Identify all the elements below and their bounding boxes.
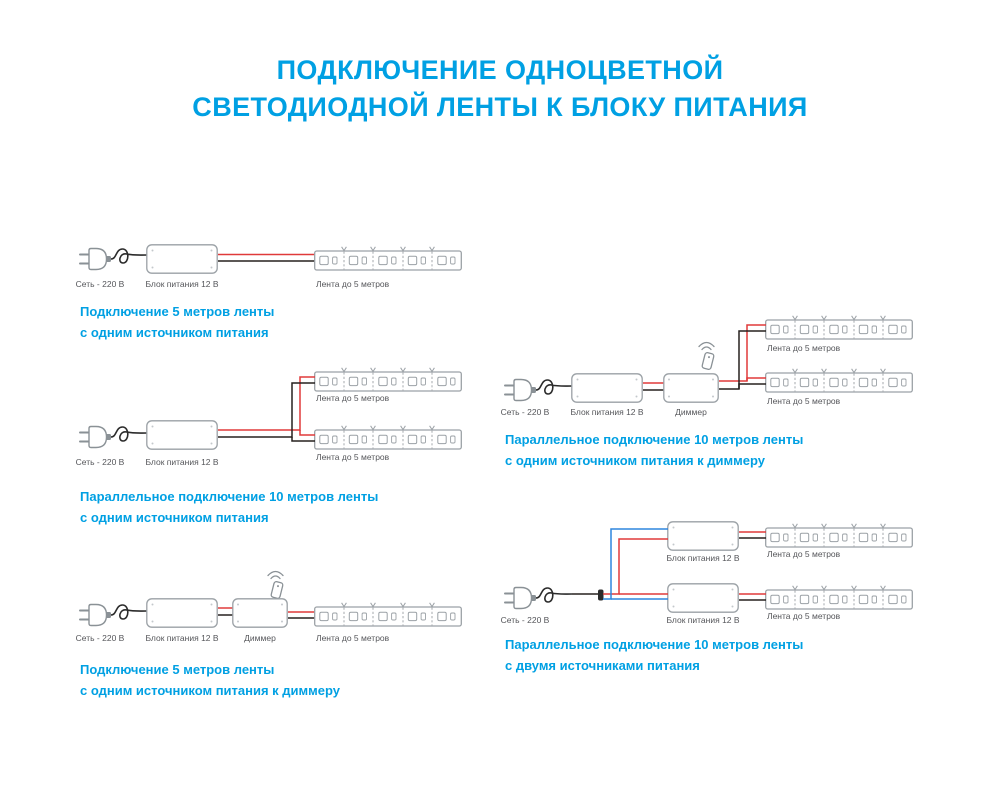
led-strip-icon: [314, 425, 462, 450]
label-strip: Лента до 5 метров: [767, 396, 841, 406]
label-mains: Сеть - 220 В: [76, 279, 125, 289]
caption-3-line-2: с одним источником питания к диммеру: [80, 683, 340, 698]
diagram-3-dimmer-single: Сеть - 220 В Блок питания 12 В Диммер Ле…: [76, 570, 462, 643]
power-plug-icon: [504, 586, 537, 610]
dimmer-icon: [663, 373, 719, 403]
label-strip: Лента до 5 метров: [767, 343, 841, 353]
power-supply-icon: [571, 373, 643, 403]
diagram-5-two-psu-parallel: Блок питания 12 В Лента до 5 метров Блок…: [501, 521, 913, 625]
led-strip-icon: [765, 523, 913, 548]
diagram-2-parallel-one-psu: Лента до 5 метров Лента до 5 метров Сеть…: [76, 367, 462, 467]
caption-1-line-2: с одним источником питания: [80, 325, 269, 340]
label-strip: Лента до 5 метров: [316, 279, 390, 289]
label-psu: Блок питания 12 В: [145, 279, 218, 289]
power-supply-icon: [146, 420, 218, 450]
dimmer-icon: [232, 598, 288, 628]
label-mains: Сеть - 220 В: [501, 615, 550, 625]
cable-splitter: [598, 589, 604, 601]
caption-1-line-1: Подключение 5 метров ленты: [80, 304, 275, 319]
caption-diagram-2: Параллельное подключение 10 метров ленты…: [80, 486, 378, 528]
power-cord-icon: [111, 604, 147, 620]
page-title-line-2: СВЕТОДИОДНОЙ ЛЕНТЫ К БЛОКУ ПИТАНИЯ: [192, 92, 808, 122]
caption-3-line-1: Подключение 5 метров ленты: [80, 662, 275, 677]
page-title-line-1: ПОДКЛЮЧЕНИЕ ОДНОЦВЕТНОЙ: [276, 55, 724, 85]
caption-4-line-2: с одним источником питания к диммеру: [505, 453, 765, 468]
led-strip-icon: [314, 602, 462, 627]
label-psu: Блок питания 12 В: [666, 553, 739, 563]
caption-diagram-1: Подключение 5 метров ленты с одним источ…: [80, 301, 274, 343]
power-cord-icon: [111, 248, 147, 264]
caption-2-line-1: Параллельное подключение 10 метров ленты: [80, 489, 379, 504]
wire-black: [291, 437, 315, 442]
wire-blue: [603, 528, 668, 600]
power-plug-icon: [79, 247, 112, 271]
wire-red: [299, 430, 315, 436]
label-psu: Блок питания 12 В: [570, 407, 643, 417]
caption-diagram-4: Параллельное подключение 10 метров ленты…: [505, 429, 803, 471]
diagram-4-dimmer-parallel: Лента до 5 метров Лента до 5 метров Сеть…: [501, 315, 913, 417]
power-supply-icon: [667, 583, 739, 613]
led-strip-icon: [765, 368, 913, 393]
caption-diagram-3: Подключение 5 метров ленты с одним источ…: [80, 659, 340, 701]
power-plug-icon: [504, 378, 537, 402]
caption-4-line-1: Параллельное подключение 10 метров ленты: [505, 432, 804, 447]
label-strip: Лента до 5 метров: [316, 452, 390, 462]
wire-red: [218, 376, 315, 431]
caption-2-line-2: с одним источником питания: [80, 510, 269, 525]
label-strip: Лента до 5 метров: [316, 393, 390, 403]
remote-control-icon: [267, 570, 284, 600]
label-strip: Лента до 5 метров: [767, 611, 841, 621]
wire-red: [603, 538, 668, 595]
led-strip-icon: [765, 585, 913, 610]
remote-control-icon: [698, 341, 715, 371]
wire-black: [719, 330, 766, 390]
wire-red: [746, 377, 766, 381]
label-mains: Сеть - 220 В: [501, 407, 550, 417]
page-title: ПОДКЛЮЧЕНИЕ ОДНОЦВЕТНОЙ СВЕТОДИОДНОЙ ЛЕН…: [0, 52, 1000, 126]
diagram-1-single-strip: Сеть - 220 В Блок питания 12 В Лента до …: [76, 244, 462, 289]
caption-diagram-5: Параллельное подключение 10 метров ленты…: [505, 634, 803, 676]
led-strip-icon: [314, 246, 462, 271]
label-dimmer: Диммер: [244, 633, 276, 643]
label-psu: Блок питания 12 В: [145, 457, 218, 467]
label-mains: Сеть - 220 В: [76, 457, 125, 467]
label-psu: Блок питания 12 В: [145, 633, 218, 643]
power-plug-icon: [79, 425, 112, 449]
caption-5-line-1: Параллельное подключение 10 метров ленты: [505, 637, 804, 652]
label-strip: Лента до 5 метров: [316, 633, 390, 643]
wire-red: [719, 324, 766, 382]
power-supply-icon: [667, 521, 739, 551]
caption-5-line-2: с двумя источниками питания: [505, 658, 700, 673]
led-strip-icon: [765, 315, 913, 340]
label-strip: Лента до 5 метров: [767, 549, 841, 559]
led-strip-icon: [314, 367, 462, 392]
power-supply-icon: [146, 598, 218, 628]
power-cord-icon: [111, 426, 147, 442]
power-cord-icon: [536, 587, 572, 603]
wire-black: [218, 382, 315, 438]
wire-black: [738, 383, 766, 389]
label-mains: Сеть - 220 В: [76, 633, 125, 643]
label-psu: Блок питания 12 В: [666, 615, 739, 625]
power-cord-icon: [536, 379, 572, 395]
power-supply-icon: [146, 244, 218, 274]
label-dimmer: Диммер: [675, 407, 707, 417]
power-plug-icon: [79, 603, 112, 627]
